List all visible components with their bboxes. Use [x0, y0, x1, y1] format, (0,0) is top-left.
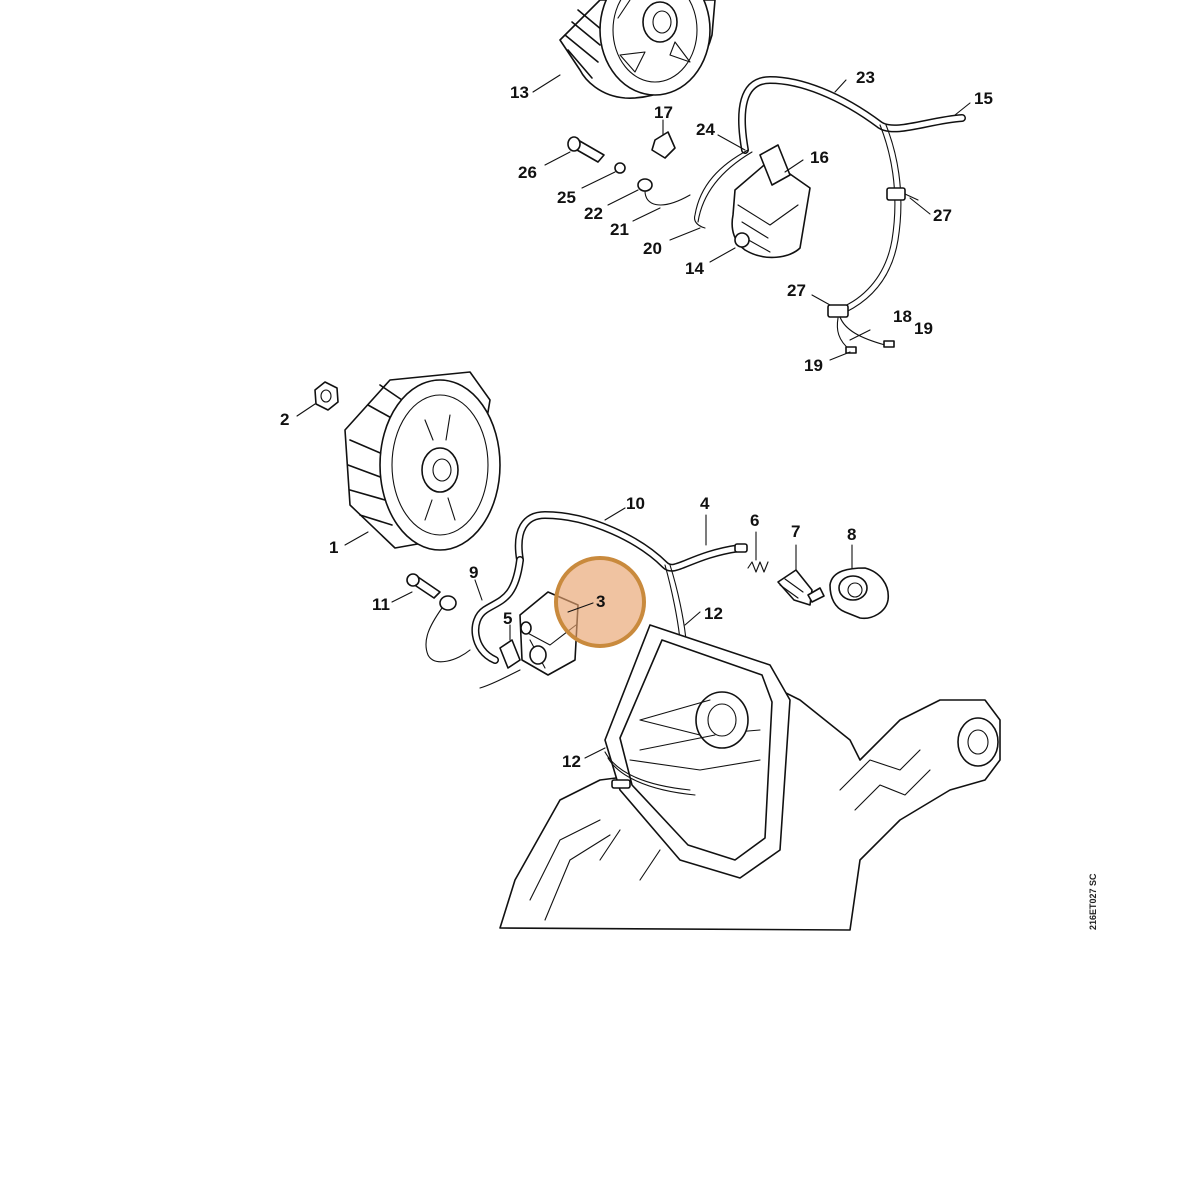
leader-lines — [296, 74, 971, 759]
callout-25: 25 — [557, 188, 576, 207]
callout-7: 7 — [791, 522, 800, 541]
lower-ignition-drawing — [406, 511, 748, 689]
callout-10: 10 — [626, 494, 645, 513]
callout-9: 9 — [469, 563, 478, 582]
callout-6: 6 — [750, 511, 759, 530]
callout-15: 15 — [974, 89, 993, 108]
drawing-code: 216ET027 SC — [1088, 873, 1098, 930]
callout-20: 20 — [643, 239, 662, 258]
callout-21: 21 — [610, 220, 629, 239]
callout-22: 22 — [584, 204, 603, 223]
highlight-circle-part-3 — [554, 556, 646, 648]
callout-18: 18 — [893, 307, 912, 326]
engine-housing-drawing — [499, 624, 1001, 931]
lower-flywheel-drawing — [314, 371, 501, 551]
upper-ignition-module-drawing — [567, 76, 966, 354]
spark-plug-parts-drawing — [747, 561, 890, 620]
callout-27-lower: 27 — [787, 281, 806, 300]
callout-16: 16 — [810, 148, 829, 167]
callout-12-upper: 12 — [704, 604, 723, 623]
callout-3: 3 — [596, 592, 605, 611]
callout-23: 23 — [856, 68, 875, 87]
callout-14: 14 — [685, 259, 704, 278]
callout-labels: 13 23 15 16 24 17 26 25 22 21 20 14 27 2… — [280, 68, 993, 771]
callout-1: 1 — [329, 538, 338, 557]
callout-17: 17 — [654, 103, 673, 122]
callout-19-right: 19 — [914, 319, 933, 338]
callout-24: 24 — [696, 120, 715, 139]
upper-flywheel-drawing — [559, 0, 716, 99]
callout-19-left: 19 — [804, 356, 823, 375]
callout-8: 8 — [847, 525, 856, 544]
callout-11: 11 — [372, 595, 390, 614]
callout-27-upper: 27 — [933, 206, 952, 225]
callout-4: 4 — [700, 494, 710, 513]
callout-5: 5 — [503, 609, 512, 628]
callout-26: 26 — [518, 163, 537, 182]
callout-13: 13 — [510, 83, 529, 102]
callout-12-lower: 12 — [562, 752, 581, 771]
callout-2: 2 — [280, 410, 289, 429]
